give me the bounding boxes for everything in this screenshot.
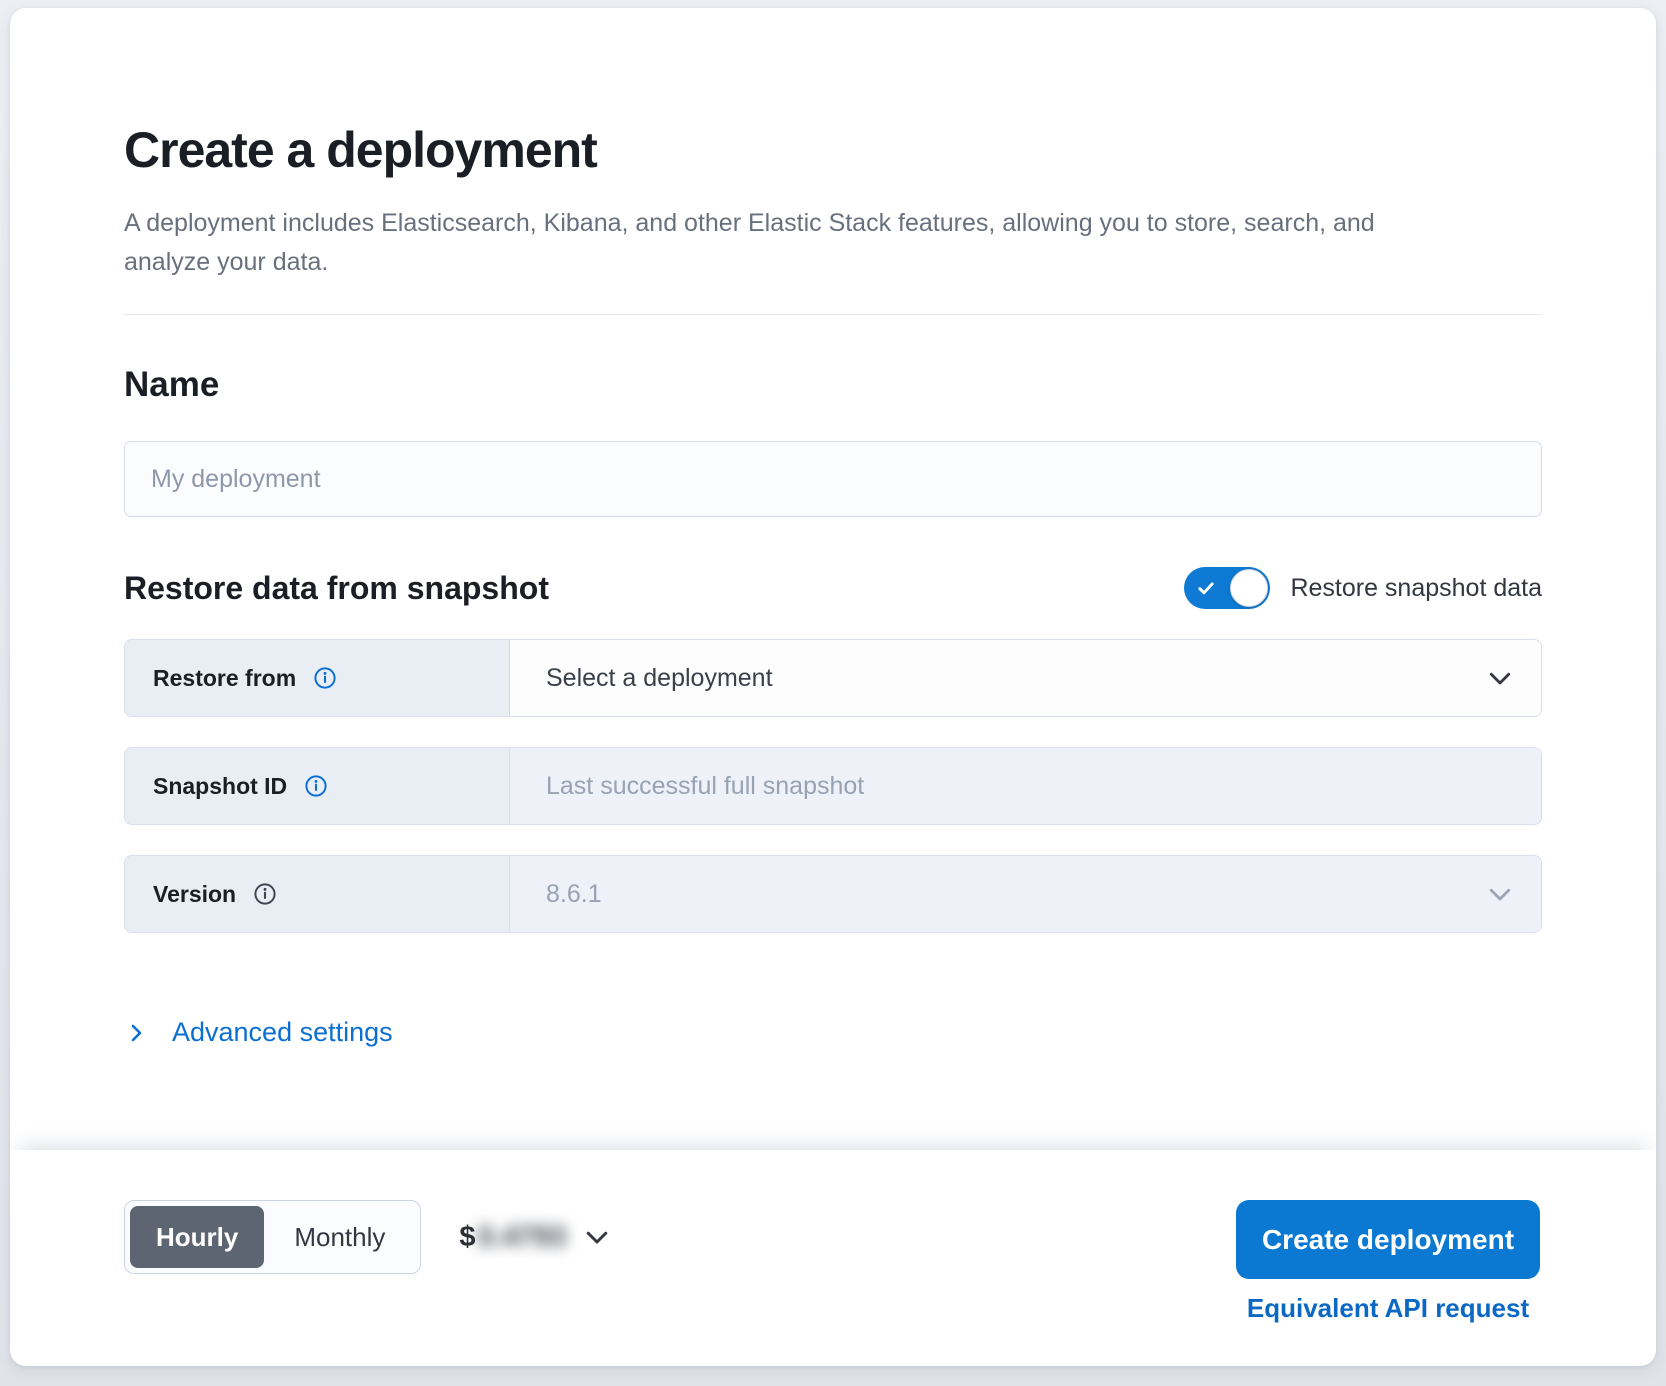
chevron-down-icon (1485, 663, 1515, 693)
info-icon[interactable] (253, 882, 277, 906)
restore-from-row: Restore from Select a deployment (124, 639, 1542, 717)
billing-period-control: Hourly Monthly (124, 1200, 422, 1274)
monthly-button[interactable]: Monthly (264, 1206, 415, 1268)
version-label-cell: Version (125, 856, 509, 932)
restore-from-select[interactable]: Select a deployment (509, 640, 1541, 716)
snapshot-id-label: Snapshot ID (153, 772, 288, 799)
create-deployment-panel: Create a deployment A deployment include… (10, 8, 1656, 1366)
price-amount-blurred: 0.4793 (477, 1220, 567, 1253)
hourly-button[interactable]: Hourly (130, 1206, 265, 1268)
snapshot-section-header: Restore data from snapshot Restore snaps… (124, 567, 1542, 609)
section-divider (124, 314, 1542, 315)
restore-snapshot-toggle[interactable] (1184, 567, 1271, 609)
bottom-bar: Hourly Monthly $ 0.4793 Create deploymen… (10, 1150, 1656, 1366)
create-deployment-button[interactable]: Create deployment (1236, 1200, 1540, 1279)
restore-from-selected-value: Select a deployment (546, 663, 773, 692)
price-display: $ 0.4793 (459, 1200, 612, 1274)
snapshot-id-label-cell: Snapshot ID (125, 748, 509, 824)
snapshot-id-placeholder: Last successful full snapshot (546, 771, 865, 800)
deployment-name-input[interactable] (124, 441, 1542, 517)
version-row: Version 8.6.1 (124, 855, 1542, 933)
page-subtitle: A deployment includes Elasticsearch, Kib… (124, 209, 1375, 276)
version-label: Version (153, 880, 237, 907)
equivalent-api-request-link[interactable]: Equivalent API request (1246, 1293, 1530, 1323)
page-title: Create a deployment (124, 122, 598, 178)
info-icon[interactable] (304, 774, 328, 798)
version-value: 8.6.1 (546, 879, 602, 908)
restore-snapshot-toggle-group: Restore snapshot data (1184, 567, 1542, 609)
restore-from-label: Restore from (153, 664, 297, 691)
name-section-heading: Name (124, 365, 220, 404)
chevron-down-icon (1485, 879, 1515, 909)
cta-block: Create deployment Equivalent API request (1236, 1200, 1540, 1324)
chevron-right-icon (124, 1021, 148, 1045)
version-select: 8.6.1 (509, 856, 1541, 932)
restore-snapshot-toggle-label: Restore snapshot data (1290, 573, 1542, 602)
advanced-settings-label: Advanced settings (172, 1017, 393, 1047)
main-content: Create a deployment A deployment include… (10, 120, 1656, 1050)
snapshot-id-row: Snapshot ID Last successful full snapsho… (124, 747, 1542, 825)
snapshot-section-heading: Restore data from snapshot (124, 569, 549, 606)
toggle-knob (1230, 569, 1269, 607)
info-icon[interactable] (313, 666, 337, 690)
currency-symbol: $ (459, 1220, 476, 1253)
advanced-settings-link[interactable]: Advanced settings (124, 1017, 393, 1048)
check-icon (1195, 577, 1217, 602)
chevron-down-icon[interactable] (582, 1222, 612, 1252)
snapshot-id-field: Last successful full snapshot (509, 748, 1541, 824)
restore-from-label-cell: Restore from (125, 640, 509, 716)
